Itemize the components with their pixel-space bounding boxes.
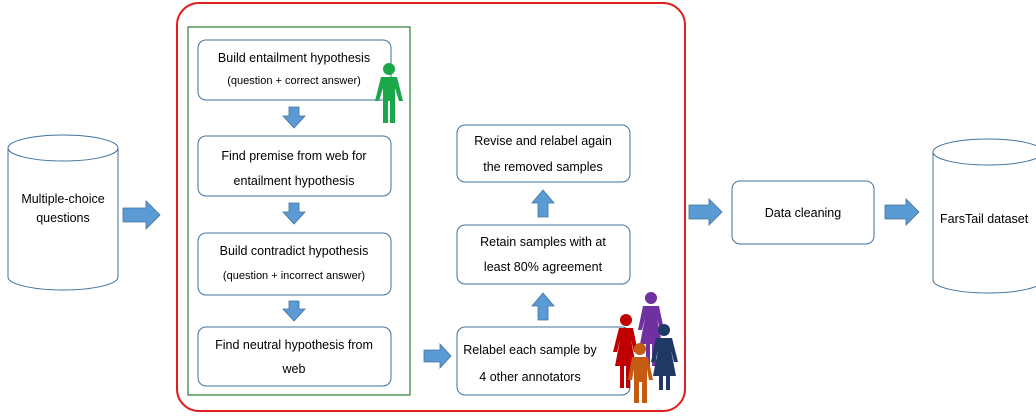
arrow-right-icon-3 [688,198,723,226]
arrow-down-icon-2 [282,202,306,225]
data-cleaning-label: Data cleaning [765,206,841,220]
arrow-up-icon-2 [531,189,555,218]
arrow-up-icon-1 [531,292,555,321]
build-contradict-node: Build contradict hypothesis (question + … [197,232,392,296]
arrow-right-icon-2 [423,342,452,370]
retain-samples-node: Retain samples with at least 80% agreeme… [456,224,631,285]
entail-line2: (question + correct answer) [227,75,361,87]
contra-line1: Build contradict hypothesis [220,244,369,258]
find-premise-node: Find premise from web for entailment hyp… [197,135,392,197]
revise-relabel-node: Revise and relabel again the removed sam… [456,124,631,183]
annotator-person-icon-green [375,63,403,123]
hypothesis-construction-frame [187,26,411,396]
arrow-right-icon-1 [122,200,161,230]
neutral-line1: Find neutral hypothesis from [215,338,373,352]
annotator-person-icon-purple [638,292,664,366]
annotator-person-icon-red [613,314,638,388]
build-entailment-node: Build entailment hypothesis (question + … [197,39,392,101]
annotator-person-icon-orange [628,343,653,403]
relabel-line2: 4 other annotators [479,370,580,384]
arrow-down-icon-1 [282,106,306,129]
farstail-dataset-database: FarsTail dataset [932,138,1036,294]
mcq-label-line2: questions [36,211,90,225]
mcq-label-line1: Multiple-choice [21,192,104,206]
relabel-line1: Relabel each sample by [463,343,597,357]
retain-line2: least 80% agreement [484,260,603,274]
premise-line1: Find premise from web for [221,149,366,163]
premise-line2: entailment hypothesis [234,174,355,188]
farstail-dataset-label: FarsTail dataset [940,212,1029,226]
revise-line2: the removed samples [483,160,603,174]
find-neutral-node: Find neutral hypothesis from web [197,326,392,387]
annotator-group-icon [613,292,678,403]
relabel-sample-node: Relabel each sample by 4 other annotator… [456,326,631,396]
arrow-down-icon-3 [282,300,306,322]
arrow-right-icon-4 [884,198,920,226]
revise-line1: Revise and relabel again [474,134,612,148]
data-cleaning-node: Data cleaning [731,180,875,245]
contra-line2: (question + incorrect answer) [223,270,365,282]
entail-line1: Build entailment hypothesis [218,51,370,65]
annotation-process-frame [176,2,686,412]
retain-line1: Retain samples with at [480,235,606,249]
annotator-person-icon-navy [651,324,678,390]
multiple-choice-questions-database: Multiple-choice questions [7,134,119,291]
neutral-line2: web [282,362,306,376]
